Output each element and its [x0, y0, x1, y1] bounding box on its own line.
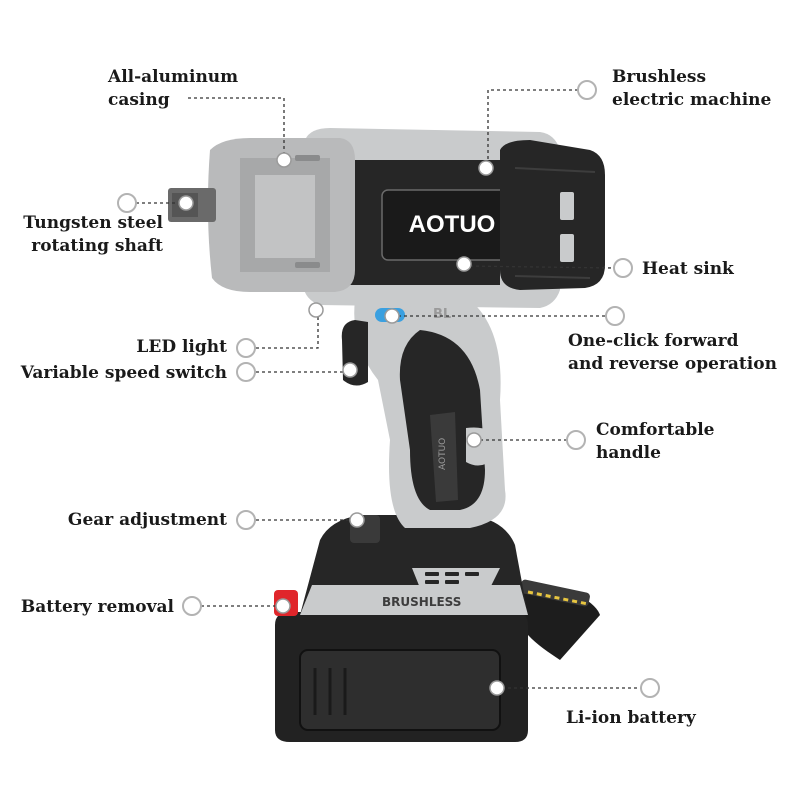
wrist-strap — [515, 579, 600, 660]
brand-logo: AOTUO — [409, 211, 496, 238]
label-line: Heat sink — [642, 259, 734, 279]
callout-circle-handle — [566, 430, 586, 450]
label-one-click: One-click forward and reverse operation — [568, 330, 777, 376]
callout-circle-one-click — [605, 306, 625, 326]
handle: AOTUO — [341, 300, 506, 528]
point-heat-sink — [456, 256, 472, 272]
point-all-aluminum-casing — [276, 152, 292, 168]
label-line: Battery removal — [20, 597, 174, 617]
label-all-aluminum-casing: All-aluminum casing — [108, 66, 238, 112]
point-brushless-motor — [478, 160, 494, 176]
label-handle: Comfortable handle — [596, 419, 715, 465]
label-line: casing — [108, 90, 170, 110]
label-battery: Li-ion battery — [566, 707, 696, 730]
label-line: Gear adjustment — [67, 510, 227, 530]
label-speed-switch: Variable speed switch — [21, 362, 227, 385]
label-line: electric machine — [612, 90, 772, 110]
battery-mount: BRUSHLESS — [300, 515, 528, 615]
point-speed-switch — [342, 362, 358, 378]
label-line: Brushless — [612, 67, 707, 87]
label-line: One-click forward — [568, 331, 739, 351]
callout-circle-speed-switch — [236, 362, 256, 382]
callout-circle-gear — [236, 510, 256, 530]
label-line: rotating shaft — [31, 236, 163, 256]
leader-led-light — [256, 312, 319, 349]
svg-text:BL: BL — [433, 307, 451, 322]
callout-circle-battery — [640, 678, 660, 698]
label-line: LED light — [136, 337, 227, 357]
battery-pack — [274, 590, 528, 742]
label-line: Tungsten steel — [23, 213, 163, 233]
label-brushless-motor: Brushless electric machine — [612, 66, 771, 112]
label-battery-removal: Battery removal — [21, 596, 174, 619]
aluminum-casing — [168, 138, 355, 292]
label-line: Comfortable — [596, 420, 715, 440]
leader-heat-sink — [463, 265, 615, 269]
label-line: Variable speed switch — [20, 363, 227, 383]
point-battery — [489, 680, 505, 696]
svg-text:AOTUO: AOTUO — [438, 438, 448, 470]
motor-housing: BL AOTUO — [303, 128, 605, 322]
point-gear — [349, 512, 365, 528]
callout-circle-led-light — [236, 338, 256, 358]
label-led-light: LED light — [136, 336, 227, 359]
point-handle — [466, 432, 482, 448]
label-gear: Gear adjustment — [68, 509, 227, 532]
label-line: handle — [596, 443, 661, 463]
label-heat-sink: Heat sink — [642, 258, 734, 281]
callout-circle-battery-removal — [182, 596, 202, 616]
label-tungsten-shaft: Tungsten steel rotating shaft — [23, 212, 163, 258]
point-led-light — [308, 302, 324, 318]
leader-all-aluminum-casing — [188, 97, 285, 158]
label-line: Li-ion battery — [566, 708, 696, 728]
svg-text:BRUSHLESS: BRUSHLESS — [382, 595, 461, 609]
label-line: All-aluminum — [108, 67, 239, 87]
point-battery-removal — [275, 598, 291, 614]
point-one-click — [384, 308, 400, 324]
leader-brushless-motor — [487, 89, 578, 165]
point-tungsten-shaft — [178, 195, 194, 211]
callout-circle-brushless-motor — [577, 80, 597, 100]
callout-circle-tungsten-shaft — [117, 193, 137, 213]
callout-circle-heat-sink — [613, 258, 633, 278]
label-line: and reverse operation — [568, 354, 777, 374]
